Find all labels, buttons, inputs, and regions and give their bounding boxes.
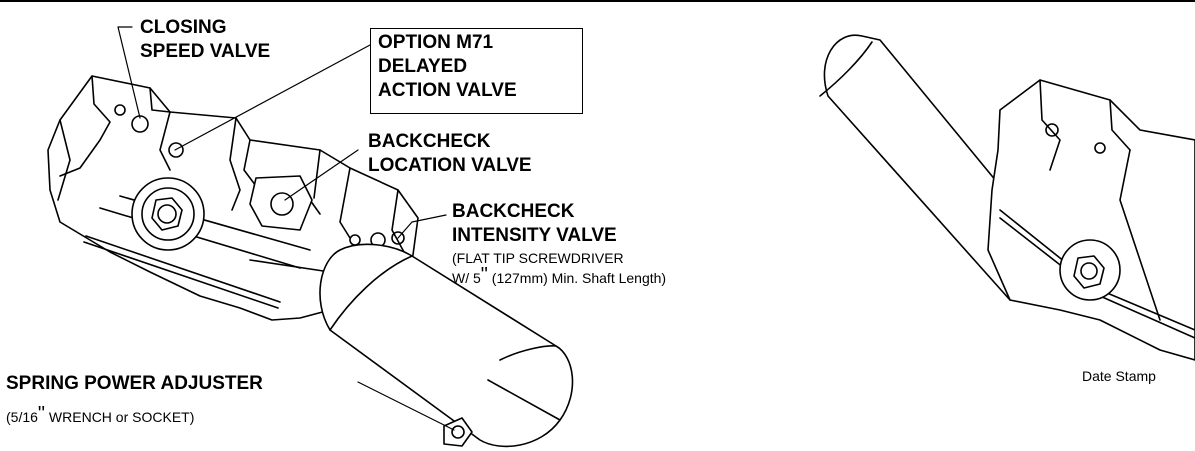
spring-cylinder xyxy=(319,243,574,448)
intensity-note-line2: W/ 5" (127mm) Min. Shaft Length) xyxy=(452,264,667,286)
closer-partial-right xyxy=(819,34,1195,361)
backcheck-intensity-label: BACKCHECK INTENSITY VALVE xyxy=(452,201,617,246)
leader-lines xyxy=(117,26,455,431)
backcheck-location-label: BACKCHECK LOCATION VALVE xyxy=(368,131,532,176)
closing-speed-label: CLOSING SPEED VALVE xyxy=(140,17,271,62)
spring-power-label: SPRING POWER ADJUSTER xyxy=(6,373,263,394)
option-m71-box xyxy=(370,28,583,114)
closer-body xyxy=(47,75,419,321)
date-stamp-label: Date Stamp xyxy=(1082,368,1156,384)
option-m71-label: OPTION M71 DELAYED ACTION VALVE xyxy=(378,32,517,101)
top-rule xyxy=(0,0,1195,2)
intensity-note-line1: (FLAT TIP SCREWDRIVER xyxy=(452,250,624,266)
spring-power-note: (5/16" WRENCH or SOCKET) xyxy=(6,403,195,425)
